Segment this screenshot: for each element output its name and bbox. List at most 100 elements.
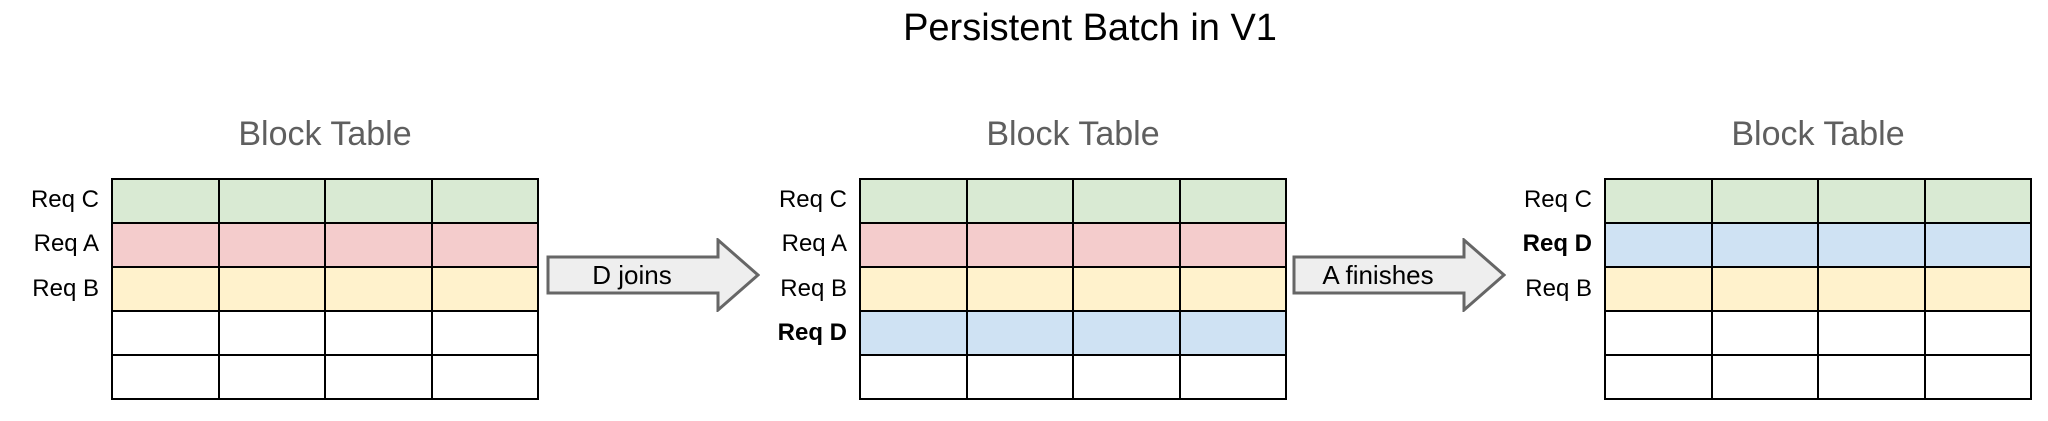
row-label: Req B: [32, 274, 99, 302]
block-cell: [965, 310, 1074, 356]
block-cell: [111, 310, 220, 356]
page-title: Persistent Batch in V1: [903, 7, 1277, 49]
block-cell: [1710, 178, 1819, 224]
table-row: [111, 222, 539, 268]
block-cell: [1710, 354, 1819, 400]
block-cell: [1710, 310, 1819, 356]
table-row: [1604, 178, 2032, 224]
block-cell: [1817, 222, 1926, 268]
row-label: Req D: [777, 319, 847, 347]
table-row: [111, 266, 539, 312]
table-row: [859, 266, 1287, 312]
block-cell: [1604, 222, 1713, 268]
block-cell: [111, 354, 220, 400]
block-cell: [1072, 354, 1181, 400]
block-cell: [859, 354, 968, 400]
block-cell: [111, 222, 220, 268]
block-cell: [1072, 266, 1181, 312]
block-cell: [217, 354, 326, 400]
block-cell: [1923, 310, 2032, 356]
block-cell: [1923, 222, 2032, 268]
table-row: [111, 178, 539, 224]
row-labels: Req C Req A Req B: [0, 178, 99, 400]
row-label: Req D: [1522, 230, 1592, 258]
block-cell: [859, 310, 968, 356]
block-cell: [430, 310, 539, 356]
block-table: [859, 178, 1287, 400]
row-label: Req B: [1525, 274, 1592, 302]
right-arrow-shape: [1292, 238, 1506, 312]
block-cell: [1923, 354, 2032, 400]
block-cell: [965, 178, 1074, 224]
block-cell: [965, 266, 1074, 312]
block-cell: [217, 266, 326, 312]
block-table-title: Block Table: [238, 115, 412, 153]
table-row: [1604, 354, 2032, 400]
row-label: Req C: [30, 186, 99, 213]
arrow-d-joins: D joins: [546, 238, 760, 312]
block-cell: [1072, 178, 1181, 224]
block-cell: [1178, 178, 1287, 224]
block-cell: [1604, 266, 1713, 312]
block-cell: [1178, 266, 1287, 312]
arrow-a-finishes: A finishes: [1292, 238, 1506, 312]
row-label: Req B: [780, 274, 847, 302]
block-cell: [324, 222, 433, 268]
row-labels: Req C Req A Req B Req D: [727, 178, 847, 400]
block-table: [1604, 178, 2032, 400]
block-cell: [1923, 178, 2032, 224]
block-cell: [859, 266, 968, 312]
block-cell: [859, 178, 968, 224]
block-cell: [1178, 354, 1287, 400]
row-label: Req C: [1523, 186, 1592, 213]
block-cell: [430, 266, 539, 312]
block-table-title: Block Table: [1731, 115, 1905, 153]
row-label: Req A: [781, 230, 847, 258]
block-cell: [324, 266, 433, 312]
block-cell: [859, 222, 968, 268]
block-cell: [965, 354, 1074, 400]
block-cell: [1817, 354, 1926, 400]
right-arrow-shape: [546, 238, 760, 312]
block-cell: [217, 222, 326, 268]
row-label: Req C: [778, 186, 847, 213]
block-cell: [1817, 266, 1926, 312]
arrow-svg: [546, 238, 760, 312]
arrow-svg: [1292, 238, 1506, 312]
block-cell: [217, 178, 326, 224]
block-cell: [1817, 178, 1926, 224]
table-row: [1604, 266, 2032, 312]
block-cell: [1817, 310, 1926, 356]
block-cell: [1710, 222, 1819, 268]
block-cell: [1604, 354, 1713, 400]
table-row: [1604, 222, 2032, 268]
block-cell: [1072, 222, 1181, 268]
block-cell: [111, 178, 220, 224]
block-cell: [217, 310, 326, 356]
block-cell: [430, 222, 539, 268]
table-row: [859, 178, 1287, 224]
block-cell: [430, 178, 539, 224]
row-label: Req A: [33, 230, 99, 258]
arrow-label: D joins: [592, 260, 672, 290]
block-cell: [324, 310, 433, 356]
block-cell: [324, 354, 433, 400]
block-cell: [111, 266, 220, 312]
table-row: [859, 310, 1287, 356]
block-cell: [1923, 266, 2032, 312]
row-labels: Req C Req D Req B: [1472, 178, 1592, 400]
block-cell: [430, 354, 539, 400]
block-table-title: Block Table: [986, 115, 1160, 153]
table-row: [859, 354, 1287, 400]
table-row: [859, 222, 1287, 268]
table-row: [1604, 310, 2032, 356]
block-cell: [965, 222, 1074, 268]
block-cell: [324, 178, 433, 224]
block-table: [111, 178, 539, 400]
table-row: [111, 354, 539, 400]
arrow-label: A finishes: [1322, 260, 1434, 290]
block-cell: [1178, 310, 1287, 356]
table-row: [111, 310, 539, 356]
block-cell: [1178, 222, 1287, 268]
